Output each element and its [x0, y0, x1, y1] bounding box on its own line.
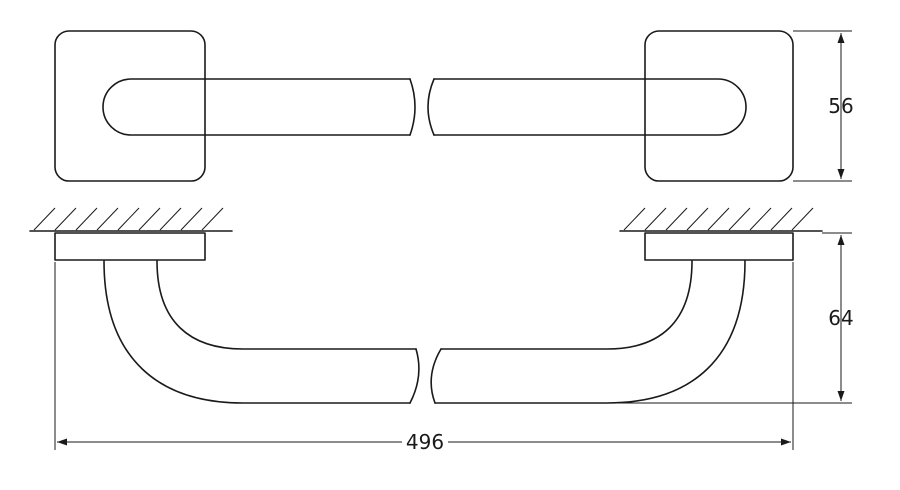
dimension-label-496: 496 [406, 430, 444, 454]
right-wall-hatch [623, 207, 814, 231]
dimension-496: 496 [54, 262, 794, 454]
left-wall-hatch [33, 207, 224, 231]
right-wall-plate [644, 30, 794, 182]
right-side-break [430, 348, 442, 404]
left-arm-inner [156, 260, 417, 350]
left-side-break [409, 348, 420, 404]
left-mount-side [54, 232, 206, 261]
right-break-line [427, 78, 435, 136]
right-mount-side [644, 232, 794, 261]
top-view [54, 30, 794, 182]
right-arm-outer [434, 260, 746, 404]
dimension-56: 56 [793, 30, 854, 182]
left-bar-segment [102, 78, 411, 136]
right-bar-segment [433, 78, 747, 136]
right-arm-inner [440, 260, 693, 350]
dimension-label-64: 64 [828, 306, 853, 330]
side-view [29, 207, 823, 404]
dimension-label-56: 56 [828, 94, 853, 118]
dimension-64: 64 [607, 232, 854, 404]
left-break-line [409, 78, 416, 136]
left-arm-outer [103, 260, 411, 404]
left-wall-plate [54, 30, 206, 182]
